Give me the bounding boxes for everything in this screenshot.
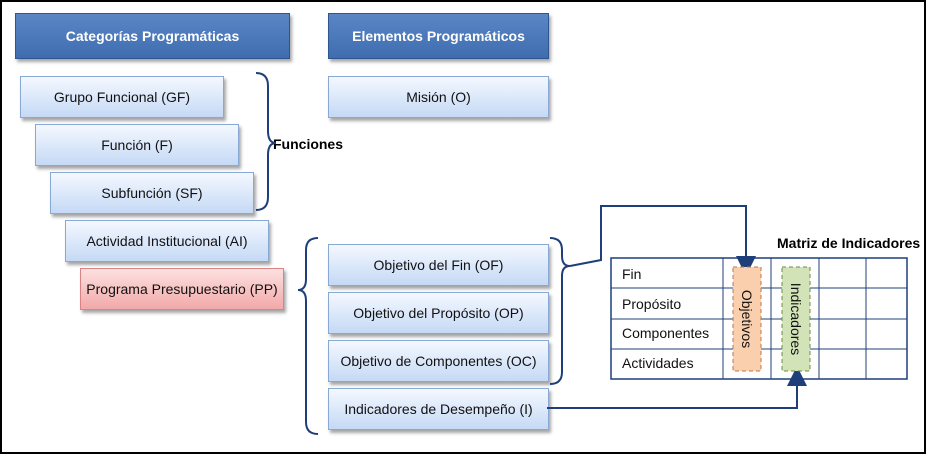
funciones-label: Funciones [273,136,344,152]
header-elementos: Elementos Programáticos [328,13,549,59]
objetivos-text: Objetivos [739,289,756,349]
box-grupo-funcional: Grupo Funcional (GF) [20,76,224,118]
box-objetivo-fin: Objetivo del Fin (OF) [328,244,549,286]
matrix-title: Matriz de Indicadores [777,235,921,251]
box-actividad-institucional: Actividad Institucional (AI) [65,220,269,262]
box-objetivo-proposito: Objetivo del Propósito (OP) [328,292,549,334]
objetivos-right-brace [549,237,571,385]
elementos-left-brace [297,237,319,435]
indicadores-column-label: Indicadores [782,267,810,371]
arrow-to-indicadores [547,366,807,409]
objetivos-column-box [732,266,762,372]
box-programa-presupuestario: Programa Presupuestario (PP) [80,268,284,310]
matrix-row-componentes: Componentes [622,325,710,341]
box-indicadores-desempeno: Indicadores de Desempeño (I) [328,388,549,430]
box-subfuncion: Subfunción (SF) [50,172,254,214]
indicadores-column-box [781,266,811,372]
box-funcion: Función (F) [35,124,239,166]
box-mision: Misión (O) [328,76,549,118]
arrow-to-objetivos [569,205,756,276]
indicadores-text: Indicadores [788,282,805,356]
funciones-brace [255,72,277,211]
matrix-row-fin: Fin [622,266,642,282]
header-categorias: Categorías Programáticas [15,13,290,59]
matrix-row-actividades: Actividades [622,355,694,371]
box-objetivo-componentes: Objetivo de Componentes (OC) [328,340,549,382]
matrix-row-proposito: Propósito [622,296,682,312]
objetivos-column-label: Objetivos [733,267,761,371]
